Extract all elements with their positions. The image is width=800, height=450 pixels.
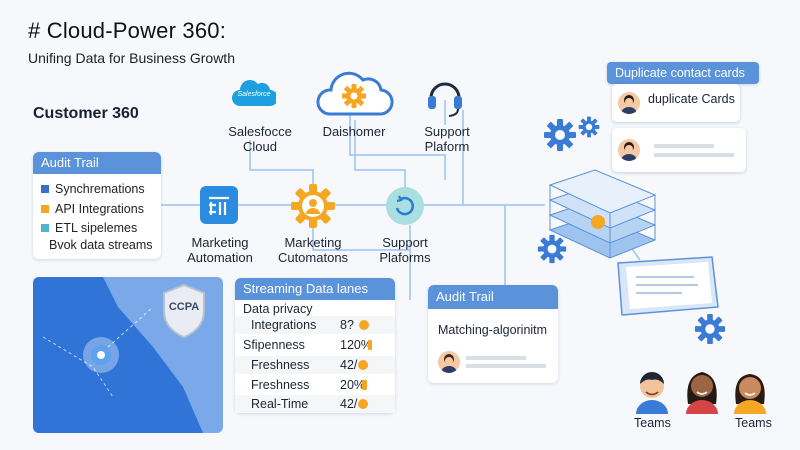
cloud-gear-icon[interactable] bbox=[313, 64, 395, 118]
shield-icon bbox=[163, 283, 205, 339]
team-member-avatar bbox=[734, 374, 766, 414]
audit-trail-card: Audit Trail Matching-algorinitm bbox=[428, 285, 558, 383]
salesforce-label-2: Cloud bbox=[243, 139, 277, 154]
gear-icon bbox=[578, 116, 600, 138]
duplicate-cards-title: Duplicate contact cards bbox=[607, 62, 759, 84]
row-label: Freshness bbox=[251, 378, 310, 392]
gear-icon bbox=[544, 119, 576, 151]
placeholder-line bbox=[654, 153, 734, 157]
marketing-automation-label-1: Marketing bbox=[191, 235, 249, 250]
teams-label: Teams bbox=[735, 416, 772, 430]
row-label: Integrations bbox=[251, 318, 317, 332]
avatar bbox=[438, 351, 460, 373]
legend-label: Bvok data streams bbox=[49, 238, 153, 252]
streaming-data-panel: Streaming Data lanes Data privacy Integr… bbox=[235, 278, 395, 413]
support-mid-label-1: Support bbox=[382, 235, 428, 250]
marketing-cutomatons-label-2: Cutomatons bbox=[277, 250, 349, 265]
duplicate-card-text: duplicate Cards bbox=[648, 92, 735, 106]
page-subtitle: Unifing Data for Business Growth bbox=[28, 50, 235, 66]
section-title: Customer 360 bbox=[33, 105, 139, 122]
salesforce-label-1: Salesfocce bbox=[228, 124, 292, 139]
row-value: 42/ bbox=[340, 397, 358, 411]
tablet-document-icon[interactable] bbox=[612, 255, 722, 319]
row-value: 20% bbox=[340, 378, 366, 392]
audit-trail-legend: Audit Trail Synchremations API Integrati… bbox=[33, 152, 161, 259]
placeholder-line bbox=[466, 356, 526, 360]
state-shape-icon bbox=[33, 277, 203, 433]
document-stack-icon[interactable] bbox=[540, 160, 660, 270]
teams-label: Teams bbox=[634, 416, 671, 430]
audit-trail-title: Audit Trail bbox=[33, 152, 161, 174]
row-label: Sfipenness bbox=[243, 338, 305, 352]
legend-label: API Integrations bbox=[55, 202, 144, 216]
row-value: 120% bbox=[340, 338, 372, 352]
avatar bbox=[618, 92, 640, 114]
row-value: 42/ bbox=[340, 358, 358, 372]
placeholder-line bbox=[654, 144, 714, 148]
legend-swatch bbox=[41, 185, 49, 193]
marketing-automation-node[interactable] bbox=[200, 186, 238, 224]
salesforce-cloud-icon[interactable] bbox=[230, 76, 276, 112]
table-row: Real-Time 42/ bbox=[235, 395, 395, 413]
legend-swatch bbox=[41, 205, 49, 213]
ccpa-badge: CCPA bbox=[168, 301, 200, 313]
legend-label: ETL sipelemes bbox=[55, 221, 138, 235]
support-refresh-icon[interactable] bbox=[385, 186, 425, 226]
support-top-label-1: Support bbox=[424, 124, 470, 139]
page-title: # Cloud-Power 360: bbox=[28, 18, 227, 43]
legend-item: ETL sipelemes bbox=[41, 221, 137, 235]
status-dot bbox=[368, 340, 372, 350]
support-top-label-2: Plaform bbox=[424, 139, 470, 154]
marketing-cutomatons-label-1: Marketing bbox=[284, 235, 342, 250]
legend-swatch bbox=[41, 224, 49, 232]
avatar bbox=[618, 139, 640, 161]
row-label: Freshness bbox=[251, 358, 310, 372]
duplicate-card[interactable]: duplicate Cards bbox=[612, 84, 740, 122]
grid-chart-icon bbox=[209, 196, 229, 215]
team-member-avatar bbox=[636, 372, 668, 414]
status-dot bbox=[362, 380, 367, 390]
gear-icon bbox=[694, 313, 726, 345]
support-mid-label-2: Plaforms bbox=[379, 250, 431, 265]
table-row: Integrations 8? bbox=[235, 316, 395, 334]
gear-person-icon[interactable] bbox=[290, 183, 336, 229]
dashomer-label: Daishomer bbox=[322, 124, 386, 139]
legend-item: Bvok data streams bbox=[49, 238, 153, 252]
table-row: Sfipenness 120% bbox=[235, 336, 395, 354]
placeholder-line bbox=[466, 364, 546, 368]
legend-label: Synchremations bbox=[55, 182, 145, 196]
row-label: Real-Time bbox=[251, 397, 309, 411]
duplicate-card[interactable] bbox=[612, 128, 746, 172]
status-dot bbox=[358, 399, 368, 409]
gear-icon bbox=[537, 234, 567, 264]
legend-item: Synchremations bbox=[41, 182, 145, 196]
row-value: 8? bbox=[340, 318, 354, 332]
audit-trail-right-title: Audit Trail bbox=[428, 285, 558, 309]
status-dot bbox=[359, 320, 369, 330]
headset-icon[interactable] bbox=[425, 76, 465, 118]
streaming-title: Streaming Data lanes bbox=[235, 278, 395, 300]
team-member-avatar bbox=[686, 372, 718, 414]
salesforce-logo-text: Salesforce bbox=[237, 91, 271, 98]
status-dot bbox=[358, 360, 368, 370]
marketing-automation-label-2: Automation bbox=[187, 250, 253, 265]
legend-item: API Integrations bbox=[41, 202, 144, 216]
table-row: Freshness 42/ bbox=[235, 356, 395, 374]
table-row: Freshness 20% bbox=[235, 376, 395, 394]
streaming-header: Data privacy bbox=[243, 302, 313, 316]
matching-algorithm-text: Matching-algorinitm bbox=[438, 323, 548, 337]
